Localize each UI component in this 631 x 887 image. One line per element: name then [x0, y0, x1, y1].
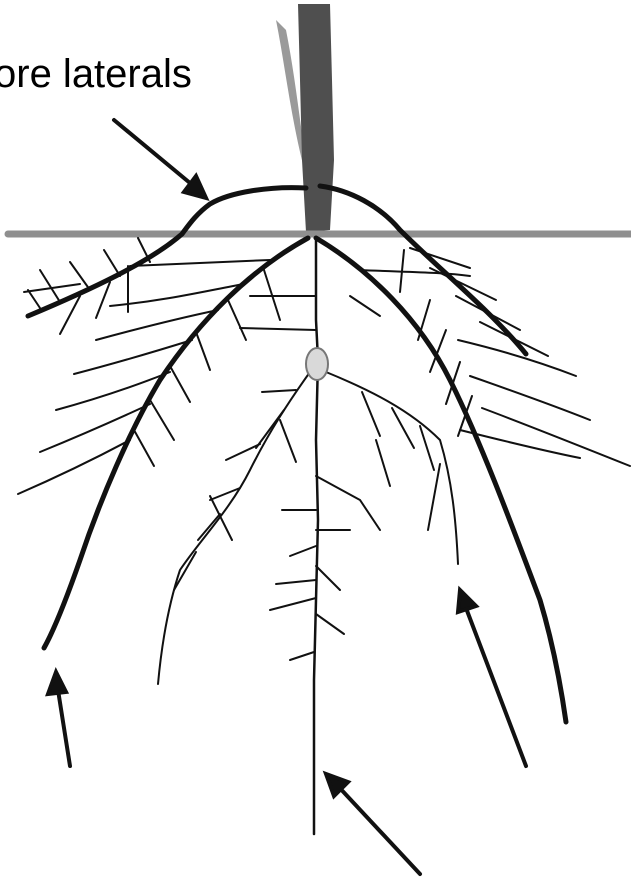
lateral-root — [290, 652, 314, 660]
branch-root-right — [326, 372, 458, 564]
lateral-root — [316, 476, 380, 530]
lateral-root — [210, 496, 232, 540]
lateral-root — [362, 392, 380, 436]
lateral-root — [28, 290, 40, 308]
laterals-left-crown — [24, 238, 150, 334]
lateral-root — [228, 300, 246, 340]
lateral-root — [316, 614, 344, 634]
laterals-left-seminal — [18, 260, 316, 494]
shoot — [276, 4, 334, 232]
lateral-root — [360, 270, 470, 276]
lateral-root — [376, 440, 390, 486]
lateral-root — [174, 552, 196, 590]
lateral-root — [276, 580, 316, 584]
seed — [306, 348, 328, 380]
laterals-right — [350, 248, 630, 466]
laterals-center — [270, 476, 380, 660]
seminal-root-right — [316, 238, 566, 722]
lateral-root — [196, 332, 210, 370]
arrow-left-seminal — [48, 672, 70, 766]
arrow-primary-root — [326, 774, 420, 874]
lateral-root — [240, 328, 316, 330]
lateral-root — [482, 408, 630, 466]
lateral-root — [150, 400, 174, 440]
seed-branches — [158, 372, 458, 684]
lateral-root — [170, 366, 190, 402]
lateral-root — [198, 514, 220, 540]
stem — [298, 4, 334, 232]
lateral-root — [130, 260, 270, 266]
crown-laterals-label: ore laterals — [0, 54, 192, 94]
lateral-root — [470, 376, 590, 420]
lateral-root — [262, 390, 296, 392]
arrow-right-root — [458, 590, 526, 766]
lateral-root — [428, 464, 440, 530]
lateral-root — [280, 420, 296, 462]
lateral-root — [226, 444, 260, 460]
lateral-root — [134, 430, 154, 466]
lateral-root — [392, 408, 414, 448]
lateral-root — [40, 270, 60, 302]
lateral-root — [270, 598, 316, 610]
lateral-root — [316, 566, 340, 590]
seminal-roots — [44, 238, 566, 834]
lateral-root — [104, 250, 120, 276]
lateral-root — [290, 546, 316, 556]
lateral-root — [350, 296, 380, 316]
arrow-crown-laterals — [114, 120, 206, 198]
branch-root-left — [158, 372, 310, 684]
lateral-root — [256, 410, 284, 448]
